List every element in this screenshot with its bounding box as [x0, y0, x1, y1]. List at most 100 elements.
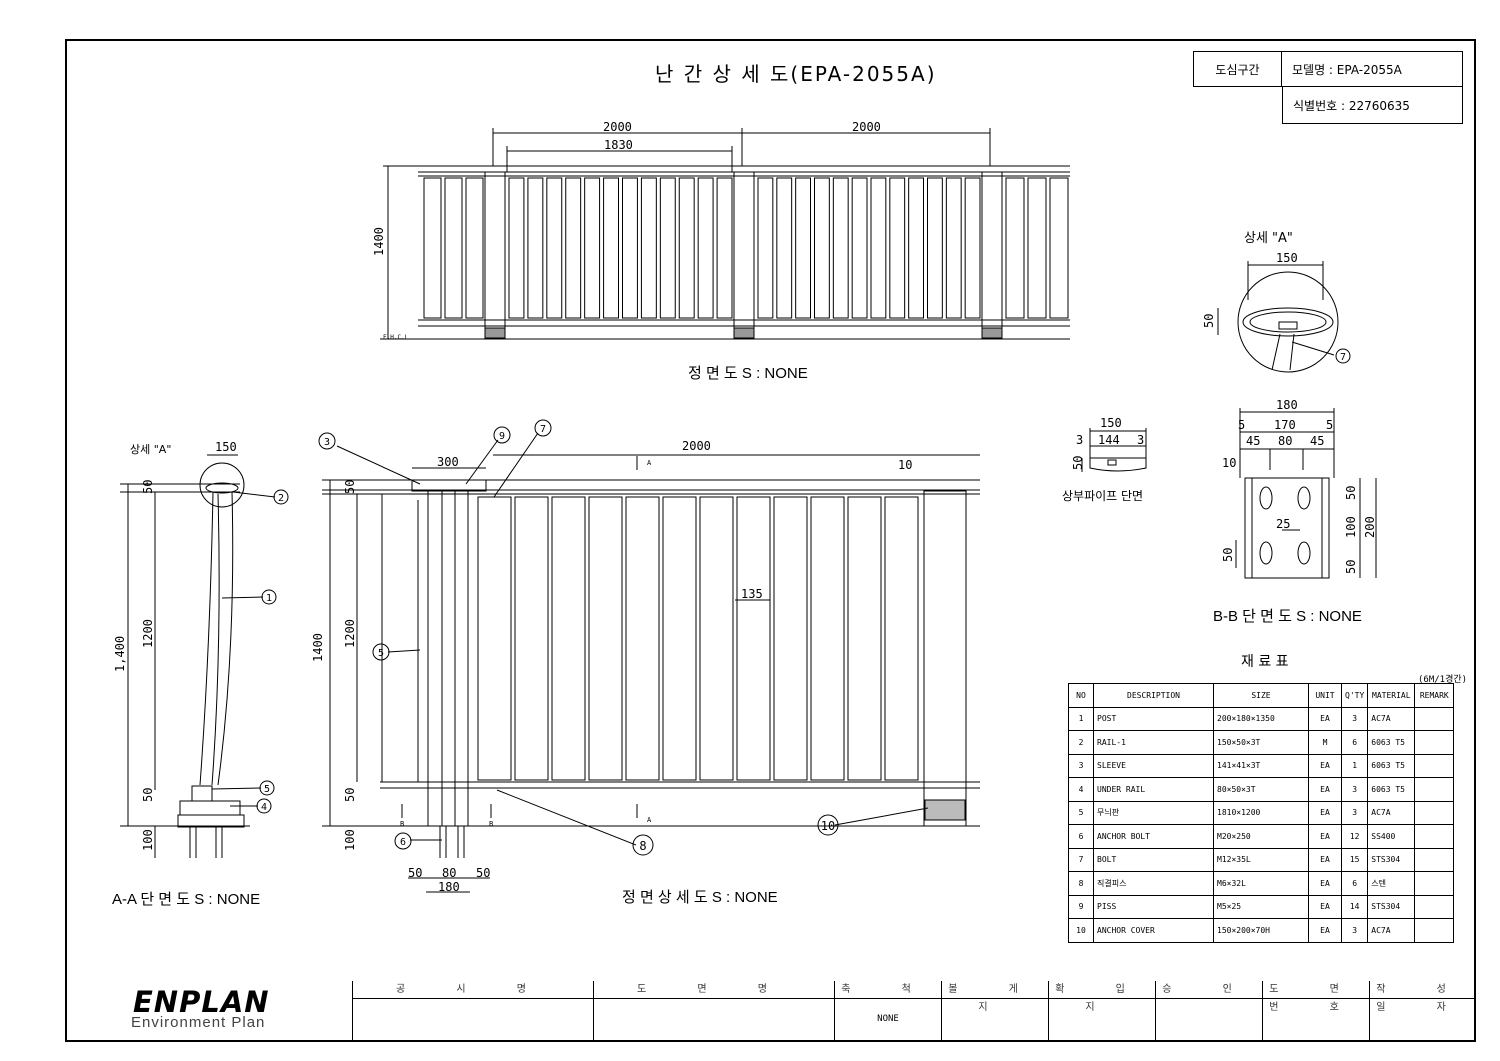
table-cell: AC7A [1367, 918, 1416, 943]
aa-50a: 50 [141, 480, 155, 494]
table-cell: 3 [1068, 753, 1094, 778]
table-cell [1414, 871, 1455, 896]
section-label: 도심구간 [1193, 51, 1282, 87]
table-cell: 6 [1340, 871, 1369, 896]
detail-picket [514, 496, 549, 781]
callout-7: 7 [540, 424, 546, 435]
title-block-label: 승 인 [1156, 981, 1262, 999]
logo: ENPLAN Environment Plan [65, 981, 353, 1042]
detail-a-height: 50 [1202, 314, 1216, 328]
table-cell: EA [1308, 824, 1342, 849]
front-picket [795, 177, 812, 319]
callout-6: 6 [400, 837, 406, 848]
table-cell: 7 [1068, 847, 1094, 872]
front-picket [757, 177, 774, 319]
bb-45a: 45 [1246, 434, 1260, 448]
table-cell: 3 [1340, 800, 1369, 825]
table-cell [1414, 824, 1455, 849]
bb-5a: 5 [1238, 418, 1245, 432]
th-no: NO [1068, 683, 1094, 708]
bb-200: 200 [1363, 516, 1377, 538]
table-cell: EA [1308, 871, 1342, 896]
table-cell: 스텐 [1367, 871, 1416, 896]
front-picket [697, 177, 714, 319]
dim-2000-b: 2000 [852, 120, 881, 134]
table-cell [1414, 730, 1455, 755]
detail-picket [810, 496, 845, 781]
front-picket [622, 177, 638, 319]
th-material: MATERIAL [1367, 683, 1416, 708]
table-cell: EA [1308, 800, 1342, 825]
front-picket [444, 177, 463, 319]
table-cell: 6 [1068, 824, 1094, 849]
table-cell: EA [1308, 753, 1342, 778]
table-cell: STS304 [1367, 894, 1416, 919]
table-cell: ANCHOR BOLT [1093, 824, 1214, 849]
front-picket [814, 177, 830, 319]
caption-detail-a: 상세 "A" [1244, 231, 1293, 246]
drawing-frame [65, 39, 1476, 1042]
aa-total: 1,400 [113, 636, 127, 672]
front-picket [908, 177, 925, 319]
table-cell: EA [1308, 918, 1342, 943]
table-cell: M [1308, 730, 1342, 755]
table-cell: AC7A [1367, 800, 1416, 825]
front-picket [832, 177, 849, 319]
title-block-label: 도 면 명 [594, 981, 834, 999]
detail-a [1217, 261, 1351, 373]
front-picket [423, 177, 442, 319]
caption-pipe: 상부파이프 단면 [1062, 489, 1144, 503]
table-cell: 직결피스 [1093, 871, 1214, 896]
table-cell: 5 [1068, 800, 1094, 825]
front-picket [927, 177, 943, 319]
table-cell [1414, 777, 1455, 802]
pipe-150: 150 [1100, 416, 1122, 430]
table-cell: 2 [1068, 730, 1094, 755]
section-mark-a2: A [647, 816, 652, 824]
th-unit: UNIT [1308, 683, 1342, 708]
front-elevation [380, 128, 1070, 340]
title-block-label: 확 입 지 [1049, 981, 1155, 1013]
bb-100: 100 [1344, 516, 1358, 538]
bb-50a: 50 [1344, 486, 1358, 500]
front-picket [870, 177, 887, 319]
front-picket [889, 177, 906, 319]
table-cell: BOLT [1093, 847, 1214, 872]
table-cell: 1810×1200 [1213, 800, 1309, 825]
table-header: NO DESCRIPTION SIZE UNIT Q'TY MATERIAL R… [1068, 683, 1455, 708]
fd-50b: 50 [343, 788, 357, 802]
table-cell: 12 [1340, 824, 1369, 849]
detail-picket [551, 496, 586, 781]
th-remark: REMARK [1414, 683, 1455, 708]
materials-table: NO DESCRIPTION SIZE UNIT Q'TY MATERIAL R… [1068, 683, 1455, 943]
logo-sub: Environment Plan [131, 1014, 266, 1031]
callout-10: 10 [821, 819, 835, 833]
fd-1400: 1400 [311, 633, 325, 662]
front-picket [716, 177, 733, 319]
table-cell: EA [1308, 777, 1342, 802]
table-cell: EA [1308, 894, 1342, 919]
table-cell: UNDER RAIL [1093, 777, 1214, 802]
title-block-cell: 확 입 지 [1049, 981, 1156, 1042]
table-cell: 6063 T5 [1367, 730, 1416, 755]
bb-180: 180 [1276, 398, 1298, 412]
table-cell: POST [1093, 706, 1214, 731]
table-cell: 6063 T5 [1367, 753, 1416, 778]
front-picket [1005, 177, 1025, 319]
front-picket [603, 177, 619, 319]
title-block-label: 볼 게 지 [942, 981, 1048, 1013]
table-cell: AC7A [1367, 706, 1416, 731]
fd-bottom-50b: 50 [476, 866, 490, 880]
aa-1200: 1200 [141, 619, 155, 648]
callout-5-aa: 5 [264, 784, 270, 795]
detail-picket [847, 496, 882, 781]
front-picket [678, 177, 695, 319]
fd-135: 135 [741, 587, 763, 601]
fhcl-label: F.H.C.L [383, 334, 409, 341]
callout-8: 8 [639, 839, 646, 853]
callout-2: 2 [278, 493, 284, 504]
front-picket [1049, 177, 1069, 319]
